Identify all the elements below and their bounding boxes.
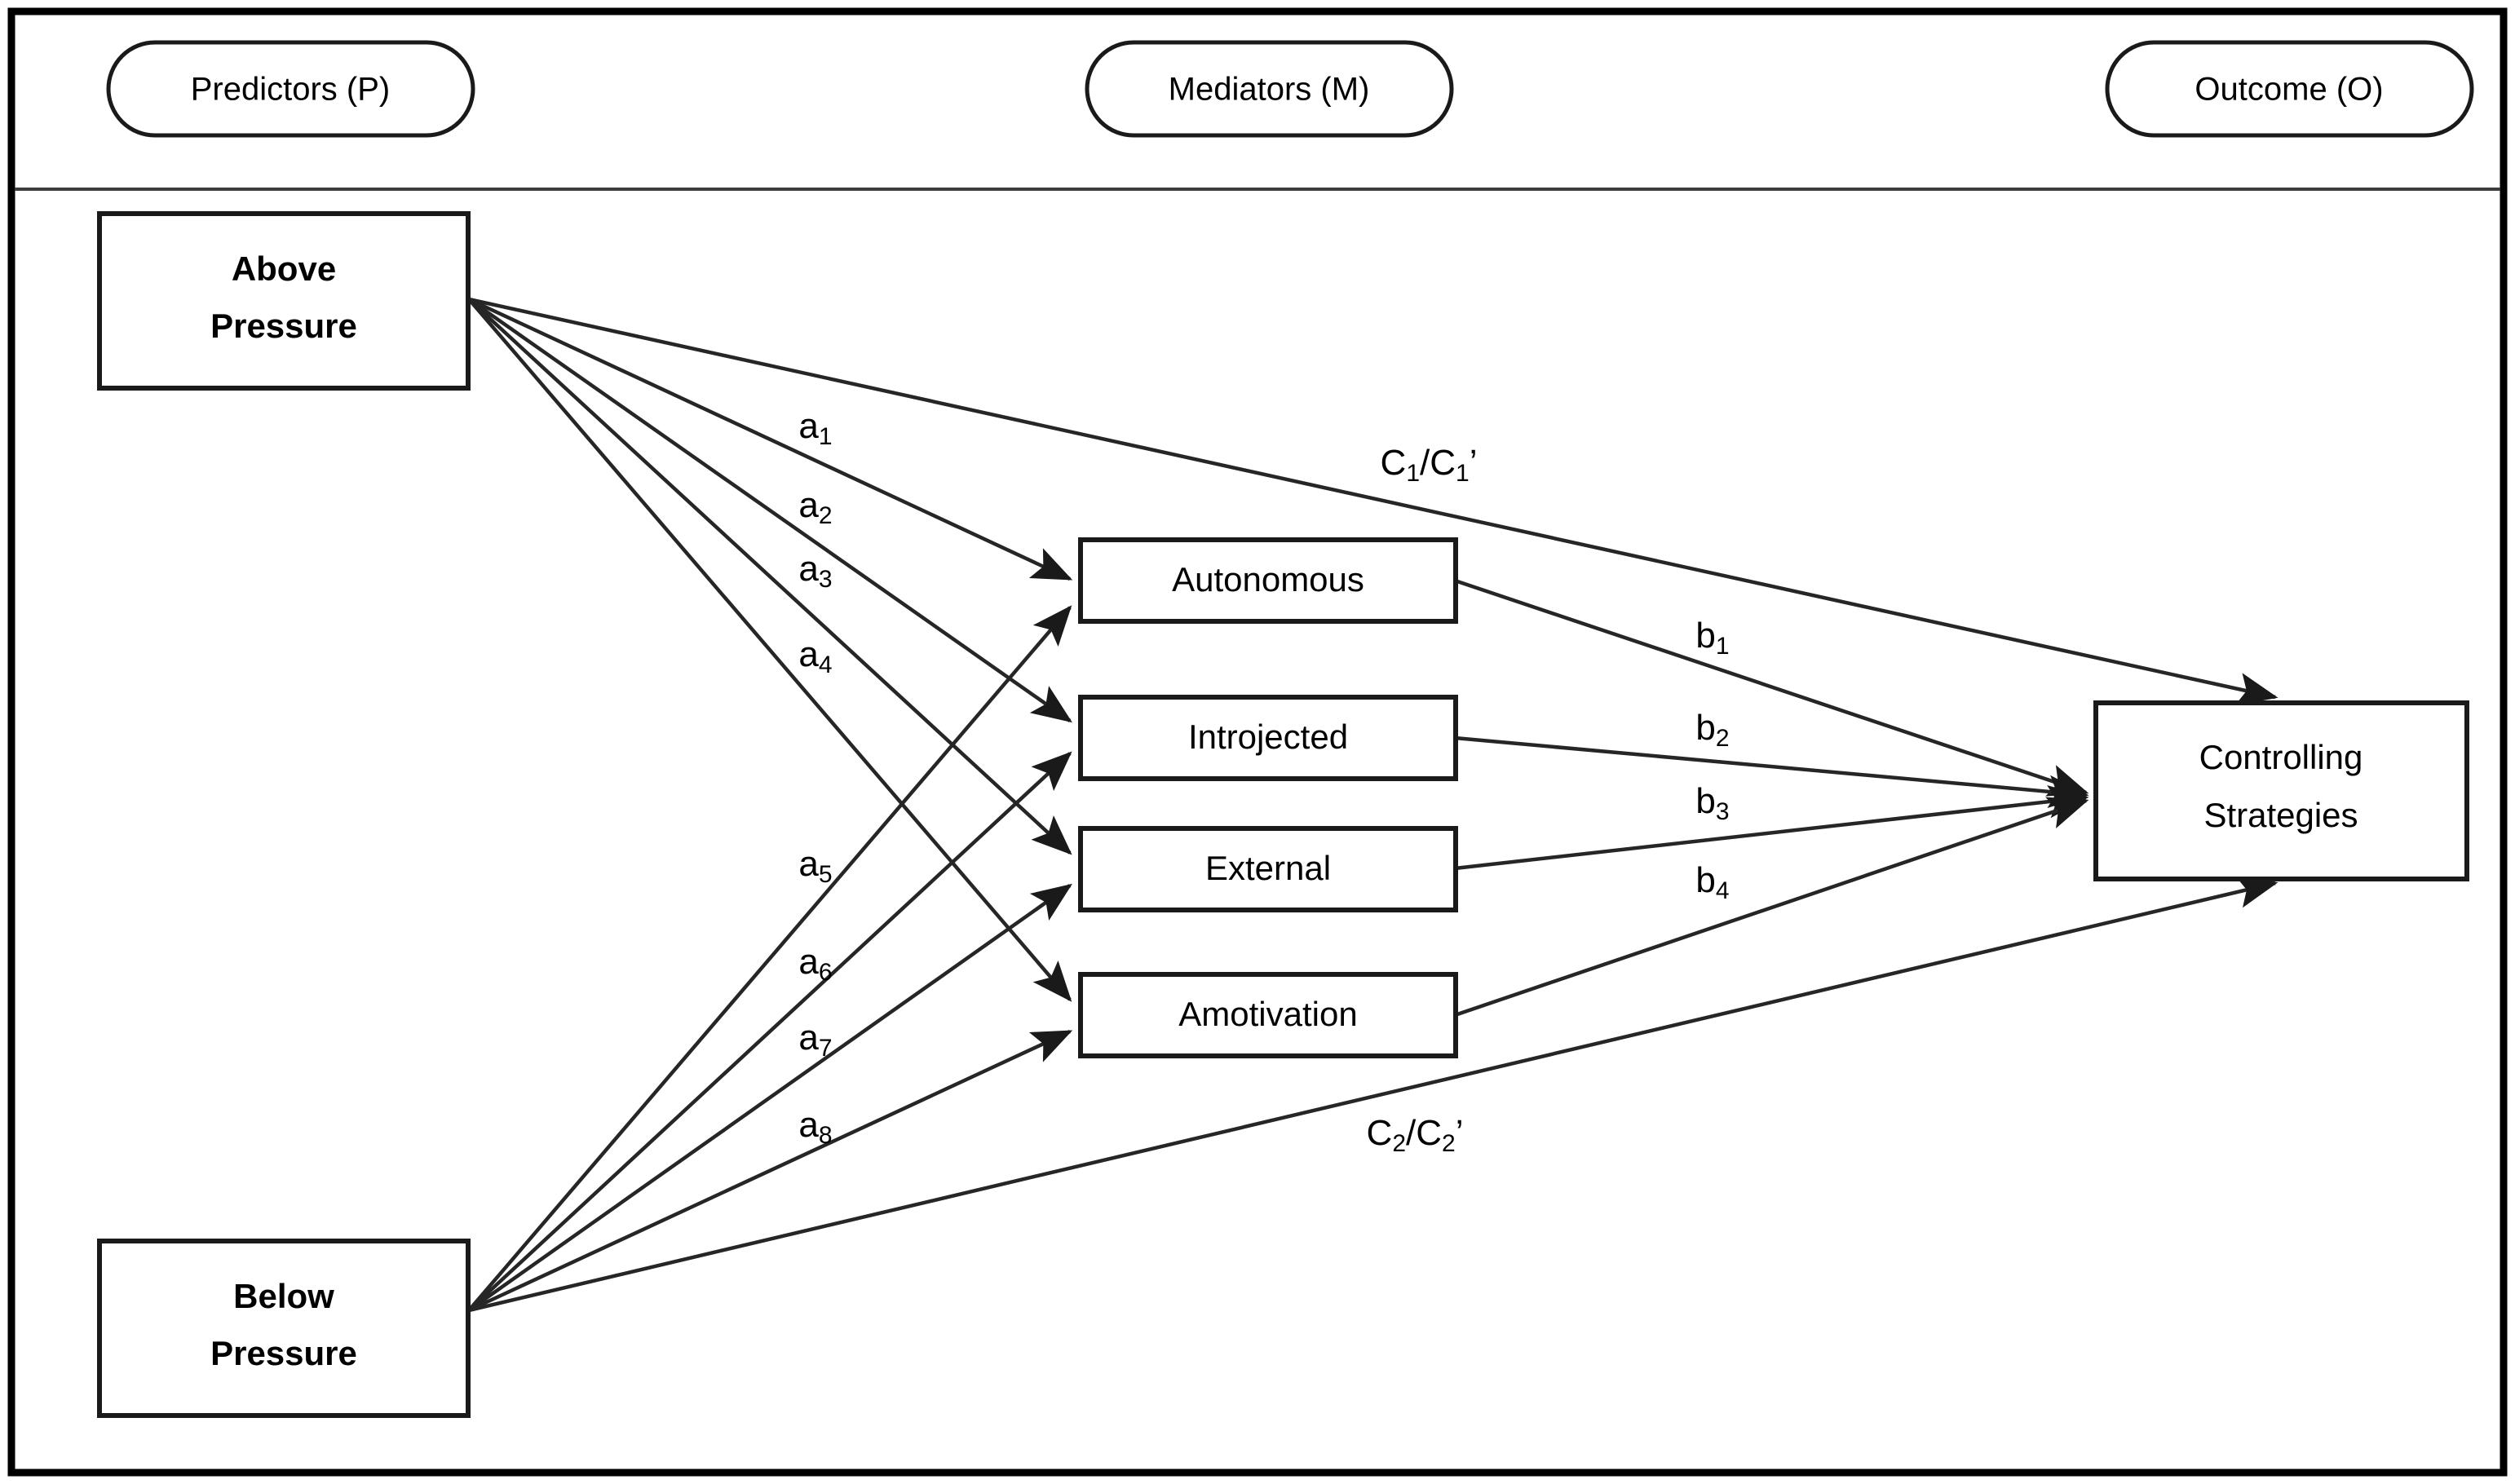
mediator-node-autonomous[interactable]: Autonomous xyxy=(1078,537,1458,624)
path-label-a6: a6 xyxy=(798,942,832,986)
above-pressure-label-line2: Pressure xyxy=(210,307,357,345)
path-line-b2 xyxy=(1454,735,2089,809)
external-box[interactable] xyxy=(1078,826,1458,912)
path-line-a2 xyxy=(467,298,1072,723)
path-line-a4 xyxy=(467,298,1072,1002)
external-label: External xyxy=(1205,849,1331,887)
path-label-a8: a8 xyxy=(798,1105,832,1149)
autonomous-label: Autonomous xyxy=(1172,560,1364,598)
below-pressure-label-line1: Below xyxy=(233,1277,334,1315)
mediator-node-amotivation[interactable]: Amotivation xyxy=(1078,972,1458,1058)
path-label-b3: b3 xyxy=(1695,781,1729,825)
below-pressure-box[interactable] xyxy=(97,1239,471,1418)
predictors-pill-shape xyxy=(106,40,475,138)
a-path-lines-above xyxy=(467,297,1073,1002)
controlling-strategies-box[interactable] xyxy=(2093,700,2469,881)
a-path-labels: a1 a2 a3 a4 a5 a6 a7 a8 xyxy=(798,406,832,1149)
path-line-a5 xyxy=(467,605,1072,1312)
mediators-pill-shape xyxy=(1085,40,1454,138)
path-line-a6 xyxy=(467,751,1072,1312)
column-header-predictors: Predictors (P) xyxy=(106,40,475,138)
path-line-c2 xyxy=(468,875,2279,1313)
column-header-outcome: Outcome (O) xyxy=(2105,40,2474,138)
outcome-pill-shape xyxy=(2105,40,2474,138)
b-path-labels: b1 b2 b3 b4 xyxy=(1695,616,1729,904)
above-pressure-label-line1: Above xyxy=(232,250,336,288)
path-line-b4 xyxy=(1454,797,2089,1018)
predictor-node-above[interactable]: Above Pressure xyxy=(97,211,471,391)
below-pressure-label-line2: Pressure xyxy=(210,1334,357,1372)
path-line-a7 xyxy=(467,883,1072,1312)
outcome-pill-label: Outcome (O) xyxy=(2195,72,2383,108)
path-label-b4: b4 xyxy=(1695,860,1729,904)
path-label-a5: a5 xyxy=(798,844,832,888)
mediators-pill-label: Mediators (M) xyxy=(1169,72,1370,108)
controlling-strategies-label-line1: Controlling xyxy=(2199,738,2363,776)
path-label-a4: a4 xyxy=(798,634,832,678)
path-line-a1 xyxy=(468,297,1073,581)
above-pressure-box[interactable] xyxy=(97,211,471,391)
path-label-a7: a7 xyxy=(798,1018,832,1062)
predictor-node-below[interactable]: Below Pressure xyxy=(97,1239,471,1418)
column-header-mediators: Mediators (M) xyxy=(1085,40,1454,138)
path-label-c1: C1/C1’ xyxy=(1381,443,1478,487)
b-path-lines xyxy=(1454,578,2089,1018)
a-path-lines-below xyxy=(467,605,1073,1313)
amotivation-label: Amotivation xyxy=(1178,995,1357,1033)
path-label-a2: a2 xyxy=(798,485,832,529)
mediator-node-external[interactable]: External xyxy=(1078,826,1458,912)
mediator-node-introjected[interactable]: Introjected xyxy=(1078,695,1458,781)
path-label-a1: a1 xyxy=(798,406,832,450)
path-line-b1 xyxy=(1454,578,2089,797)
path-label-b1: b1 xyxy=(1695,616,1729,660)
amotivation-box[interactable] xyxy=(1078,972,1458,1058)
path-label-b2: b2 xyxy=(1695,708,1729,752)
path-label-a3: a3 xyxy=(798,549,832,593)
outcome-node-controlling-strategies[interactable]: Controlling Strategies xyxy=(2093,700,2469,881)
path-line-b3 xyxy=(1454,785,2089,871)
direct-path-labels: C1/C1’ C2/C2’ xyxy=(1367,443,1478,1157)
introjected-label: Introjected xyxy=(1188,718,1348,756)
path-line-a3 xyxy=(467,298,1072,855)
path-line-a8 xyxy=(468,1029,1073,1313)
autonomous-box[interactable] xyxy=(1078,537,1458,624)
path-label-c2: C2/C2’ xyxy=(1367,1113,1464,1157)
predictors-pill-label: Predictors (P) xyxy=(191,72,391,108)
controlling-strategies-label-line2: Strategies xyxy=(2203,796,2358,834)
path-line-c1 xyxy=(468,297,2279,705)
introjected-box[interactable] xyxy=(1078,695,1458,781)
direct-path-lines xyxy=(468,297,2279,1313)
